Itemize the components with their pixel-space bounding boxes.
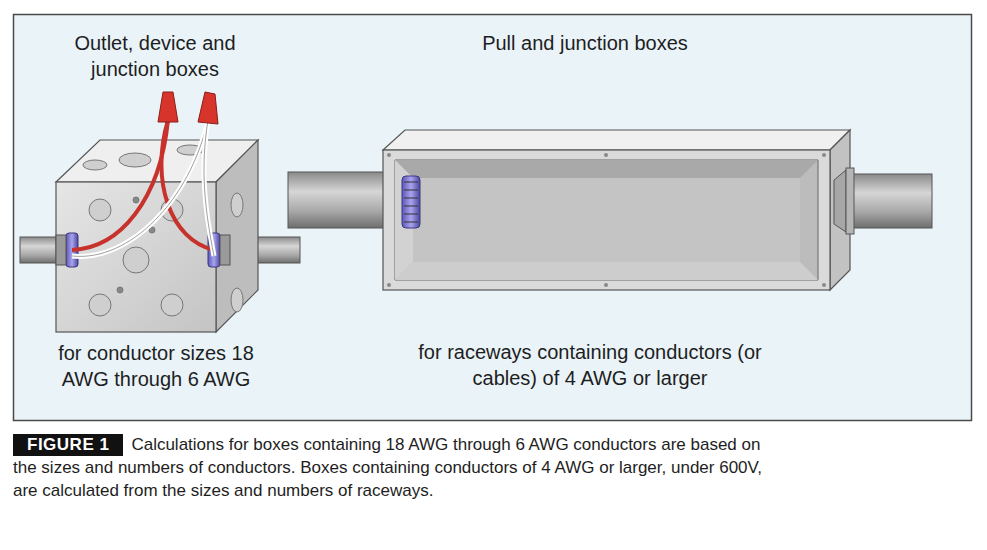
illustration-label: for conductor sizes 18 AWG through 6 AWG (45, 340, 267, 392)
panel (14, 15, 972, 421)
illustration-label: Pull and junction boxes (420, 30, 750, 56)
caption: Calculations for boxes containing 18 AWG… (13, 435, 762, 500)
small-box-illustration (20, 92, 300, 332)
caption-block: FIGURE 1Calculations for boxes containin… (13, 433, 773, 502)
figure-number: FIGURE 1 (27, 435, 109, 454)
figure-tag: FIGURE 1 (13, 434, 123, 456)
illustration-label: Outlet, device and junction boxes (45, 30, 265, 82)
pull-box-illustration (288, 130, 932, 290)
illustration-label: for raceways containing conductors (or c… (395, 339, 785, 391)
